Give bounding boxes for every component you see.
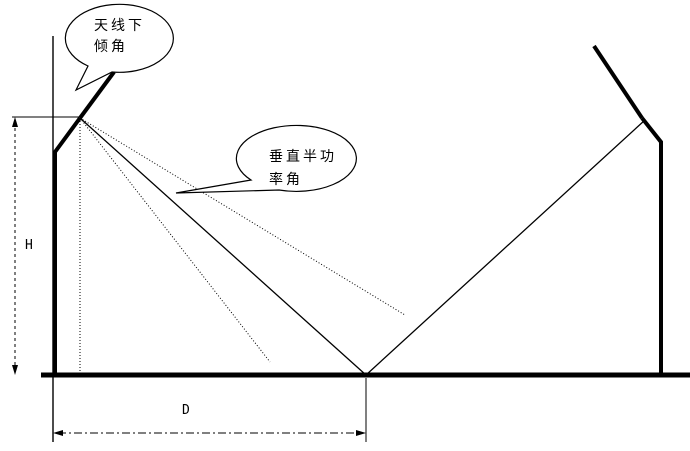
right-tower [640,116,663,373]
right-main-beam [365,119,646,376]
tilt-callout-line2: 倾角 [94,39,128,55]
left-main-beam [79,117,367,376]
distance-arrow-left [53,430,63,436]
lower-half-power-line [79,117,271,363]
tilt-callout-line1: 天线下 [94,18,145,34]
left-antenna [78,70,116,120]
tilt-callout-bubble [64,3,174,92]
right-antenna [592,44,644,120]
height-arrow-top [12,117,18,127]
height-label: H [25,238,33,253]
beam-callout-bubble [175,124,357,194]
left-tower [53,116,82,373]
distance-label: D [182,403,190,418]
distance-arrow-right [356,430,366,436]
beam-callout-line2: 率角 [269,171,303,188]
height-arrow-bottom [12,365,18,375]
beam-callout-line1: 垂直半功 [269,148,337,165]
upper-half-power-line [79,117,406,316]
